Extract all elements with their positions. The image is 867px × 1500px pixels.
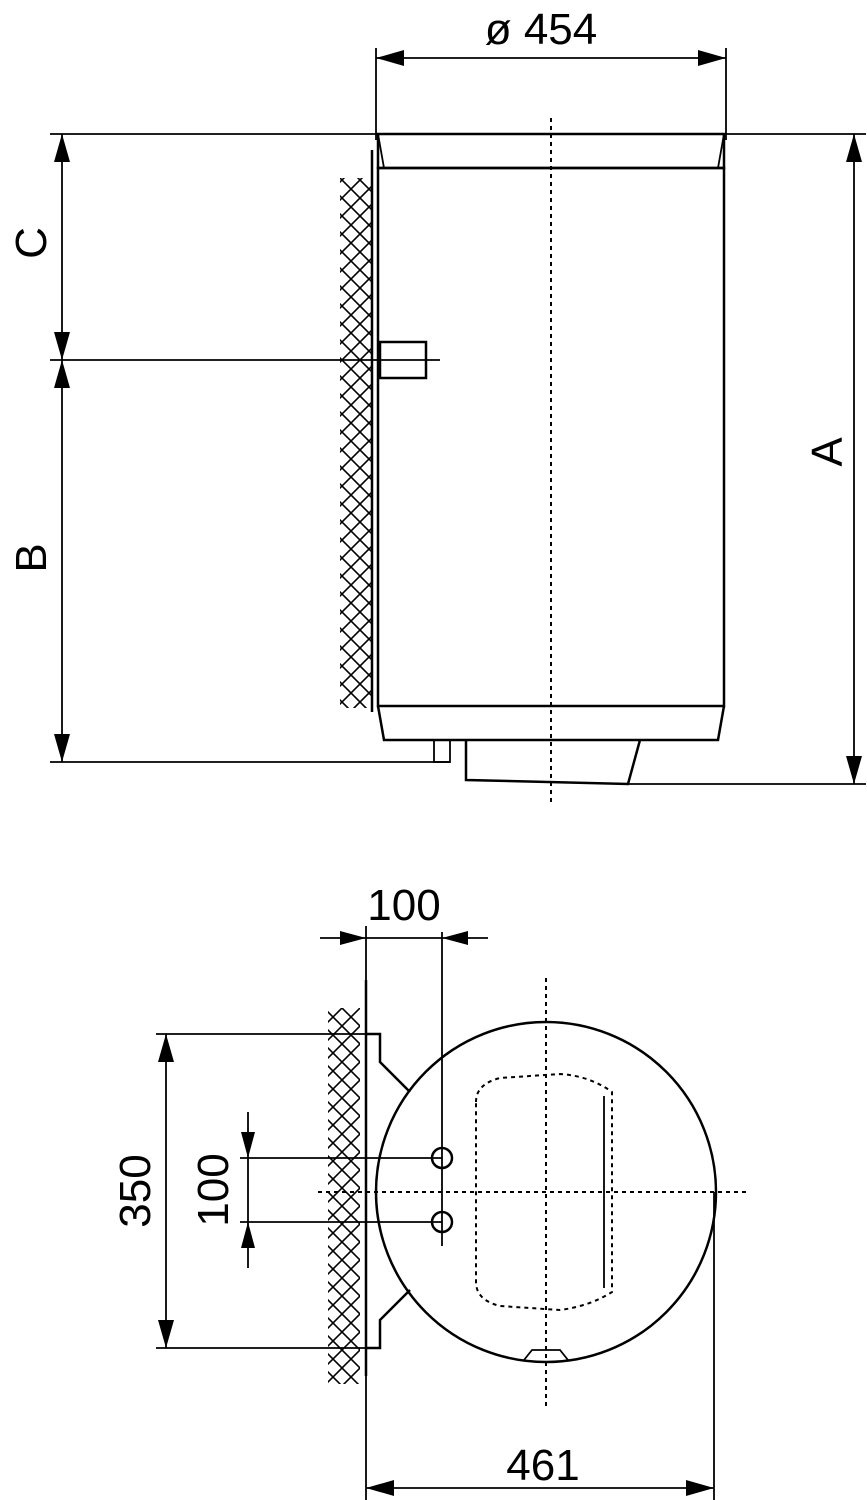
wall-hatch bbox=[340, 178, 372, 708]
diameter-label: ø 454 bbox=[485, 5, 598, 54]
top-view: 100 350 100 461 bbox=[111, 881, 748, 1500]
dim-c-label: C bbox=[7, 227, 56, 259]
pipe-spacing-label: 100 bbox=[189, 1153, 238, 1226]
side-view: ø 454 C B A bbox=[7, 5, 866, 802]
mount-span-label: 350 bbox=[111, 1154, 160, 1227]
wall-hatch-top bbox=[328, 1008, 360, 1384]
heater-outline bbox=[475, 1072, 613, 1312]
bottom-pipe bbox=[433, 739, 451, 763]
depth-label: 461 bbox=[506, 1441, 579, 1490]
bracket-upper bbox=[366, 1032, 411, 1093]
dim-b-label: B bbox=[7, 543, 56, 572]
tank-bottom-cap bbox=[376, 705, 726, 742]
bottom-cover bbox=[464, 739, 642, 786]
dim-a-label: A bbox=[803, 437, 852, 467]
bracket-lower bbox=[366, 1289, 411, 1350]
bracket-offset-label: 100 bbox=[367, 881, 440, 930]
